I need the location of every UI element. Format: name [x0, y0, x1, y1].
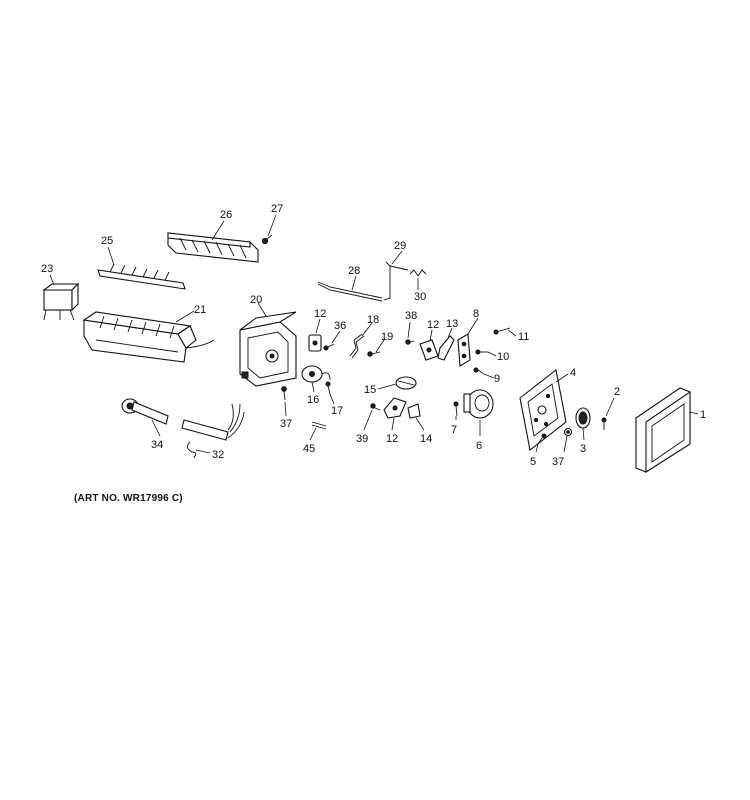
part-9-screw	[473, 367, 485, 375]
part-7-screw	[453, 401, 459, 417]
part-6-motor	[463, 389, 494, 419]
callout-7: 7	[451, 424, 457, 436]
callout-21: 21	[194, 304, 206, 316]
part-2-screw	[601, 417, 607, 430]
part-32-harness	[181, 403, 245, 459]
callout-4: 4	[570, 367, 576, 379]
part-37-washer	[563, 427, 573, 437]
callout-11: 11	[518, 331, 529, 343]
callout-17: 17	[331, 405, 343, 417]
part-30-spring	[409, 269, 427, 277]
callout-9: 9	[494, 373, 500, 385]
part-29-bracket	[383, 261, 409, 301]
callout-6: 6	[476, 440, 482, 452]
part-28-arm	[317, 281, 383, 302]
part-36-screw	[323, 343, 335, 351]
part-12-switch-a	[308, 334, 322, 352]
callout-13: 13	[446, 318, 458, 330]
callout-12a: 12	[314, 308, 326, 320]
callout-37a: 37	[280, 418, 292, 430]
part-4-plate	[519, 369, 567, 451]
callout-15: 15	[364, 384, 376, 396]
callout-29: 29	[394, 240, 406, 252]
part-15-thermostat	[395, 376, 417, 390]
callout-28: 28	[348, 265, 360, 277]
callout-26: 26	[220, 209, 232, 221]
part-17-screw	[325, 381, 331, 395]
callout-36: 36	[334, 320, 346, 332]
callout-3: 3	[580, 443, 586, 455]
callout-16: 16	[307, 394, 319, 406]
callout-8: 8	[473, 308, 479, 320]
callout-38: 38	[405, 310, 417, 322]
part-8-bracket	[457, 333, 471, 367]
part-3-knob	[575, 407, 591, 429]
part-34-tube	[121, 398, 169, 425]
art-number-caption: (ART NO. WR17996 C)	[74, 493, 183, 504]
part-11-screw	[493, 327, 511, 335]
callout-30: 30	[414, 291, 426, 303]
part-38-screw	[405, 339, 415, 345]
callout-14: 14	[420, 433, 432, 445]
part-18-lever	[349, 333, 365, 359]
callout-18: 18	[367, 314, 379, 326]
callout-12c: 12	[386, 433, 398, 445]
part-14-clip	[407, 403, 421, 419]
part-12-switch-c	[383, 397, 407, 419]
part-37-screw-a	[281, 386, 287, 401]
callout-39: 39	[356, 433, 368, 445]
callout-12b: 12	[427, 319, 439, 331]
part-10-screw	[475, 349, 488, 355]
callout-10: 10	[497, 351, 509, 363]
callout-19: 19	[381, 331, 393, 343]
callout-23: 23	[41, 263, 53, 275]
part-21-mold	[82, 311, 215, 363]
callout-1: 1	[700, 409, 706, 421]
part-12-switch-b	[419, 339, 439, 361]
part-27-screw	[261, 234, 273, 245]
callout-34: 34	[151, 439, 163, 451]
part-19-screw	[367, 351, 381, 357]
part-26-cover	[167, 232, 259, 263]
callout-20: 20	[250, 294, 262, 306]
callout-37b: 37	[552, 456, 564, 468]
callout-5: 5	[530, 456, 536, 468]
part-13-plate	[437, 335, 455, 361]
callout-2: 2	[614, 386, 620, 398]
part-16-motor	[301, 365, 331, 383]
callout-27: 27	[271, 203, 283, 215]
part-25-ejector	[97, 263, 186, 290]
part-1-cover	[635, 387, 691, 474]
part-45-rod	[311, 421, 327, 430]
part-23-shutoff	[42, 282, 80, 321]
part-5-screw	[537, 433, 547, 445]
callout-32: 32	[212, 449, 224, 461]
part-39-screw	[370, 403, 381, 411]
callout-45: 45	[303, 443, 315, 455]
part-20-housing	[239, 311, 297, 387]
callout-25: 25	[101, 235, 113, 247]
